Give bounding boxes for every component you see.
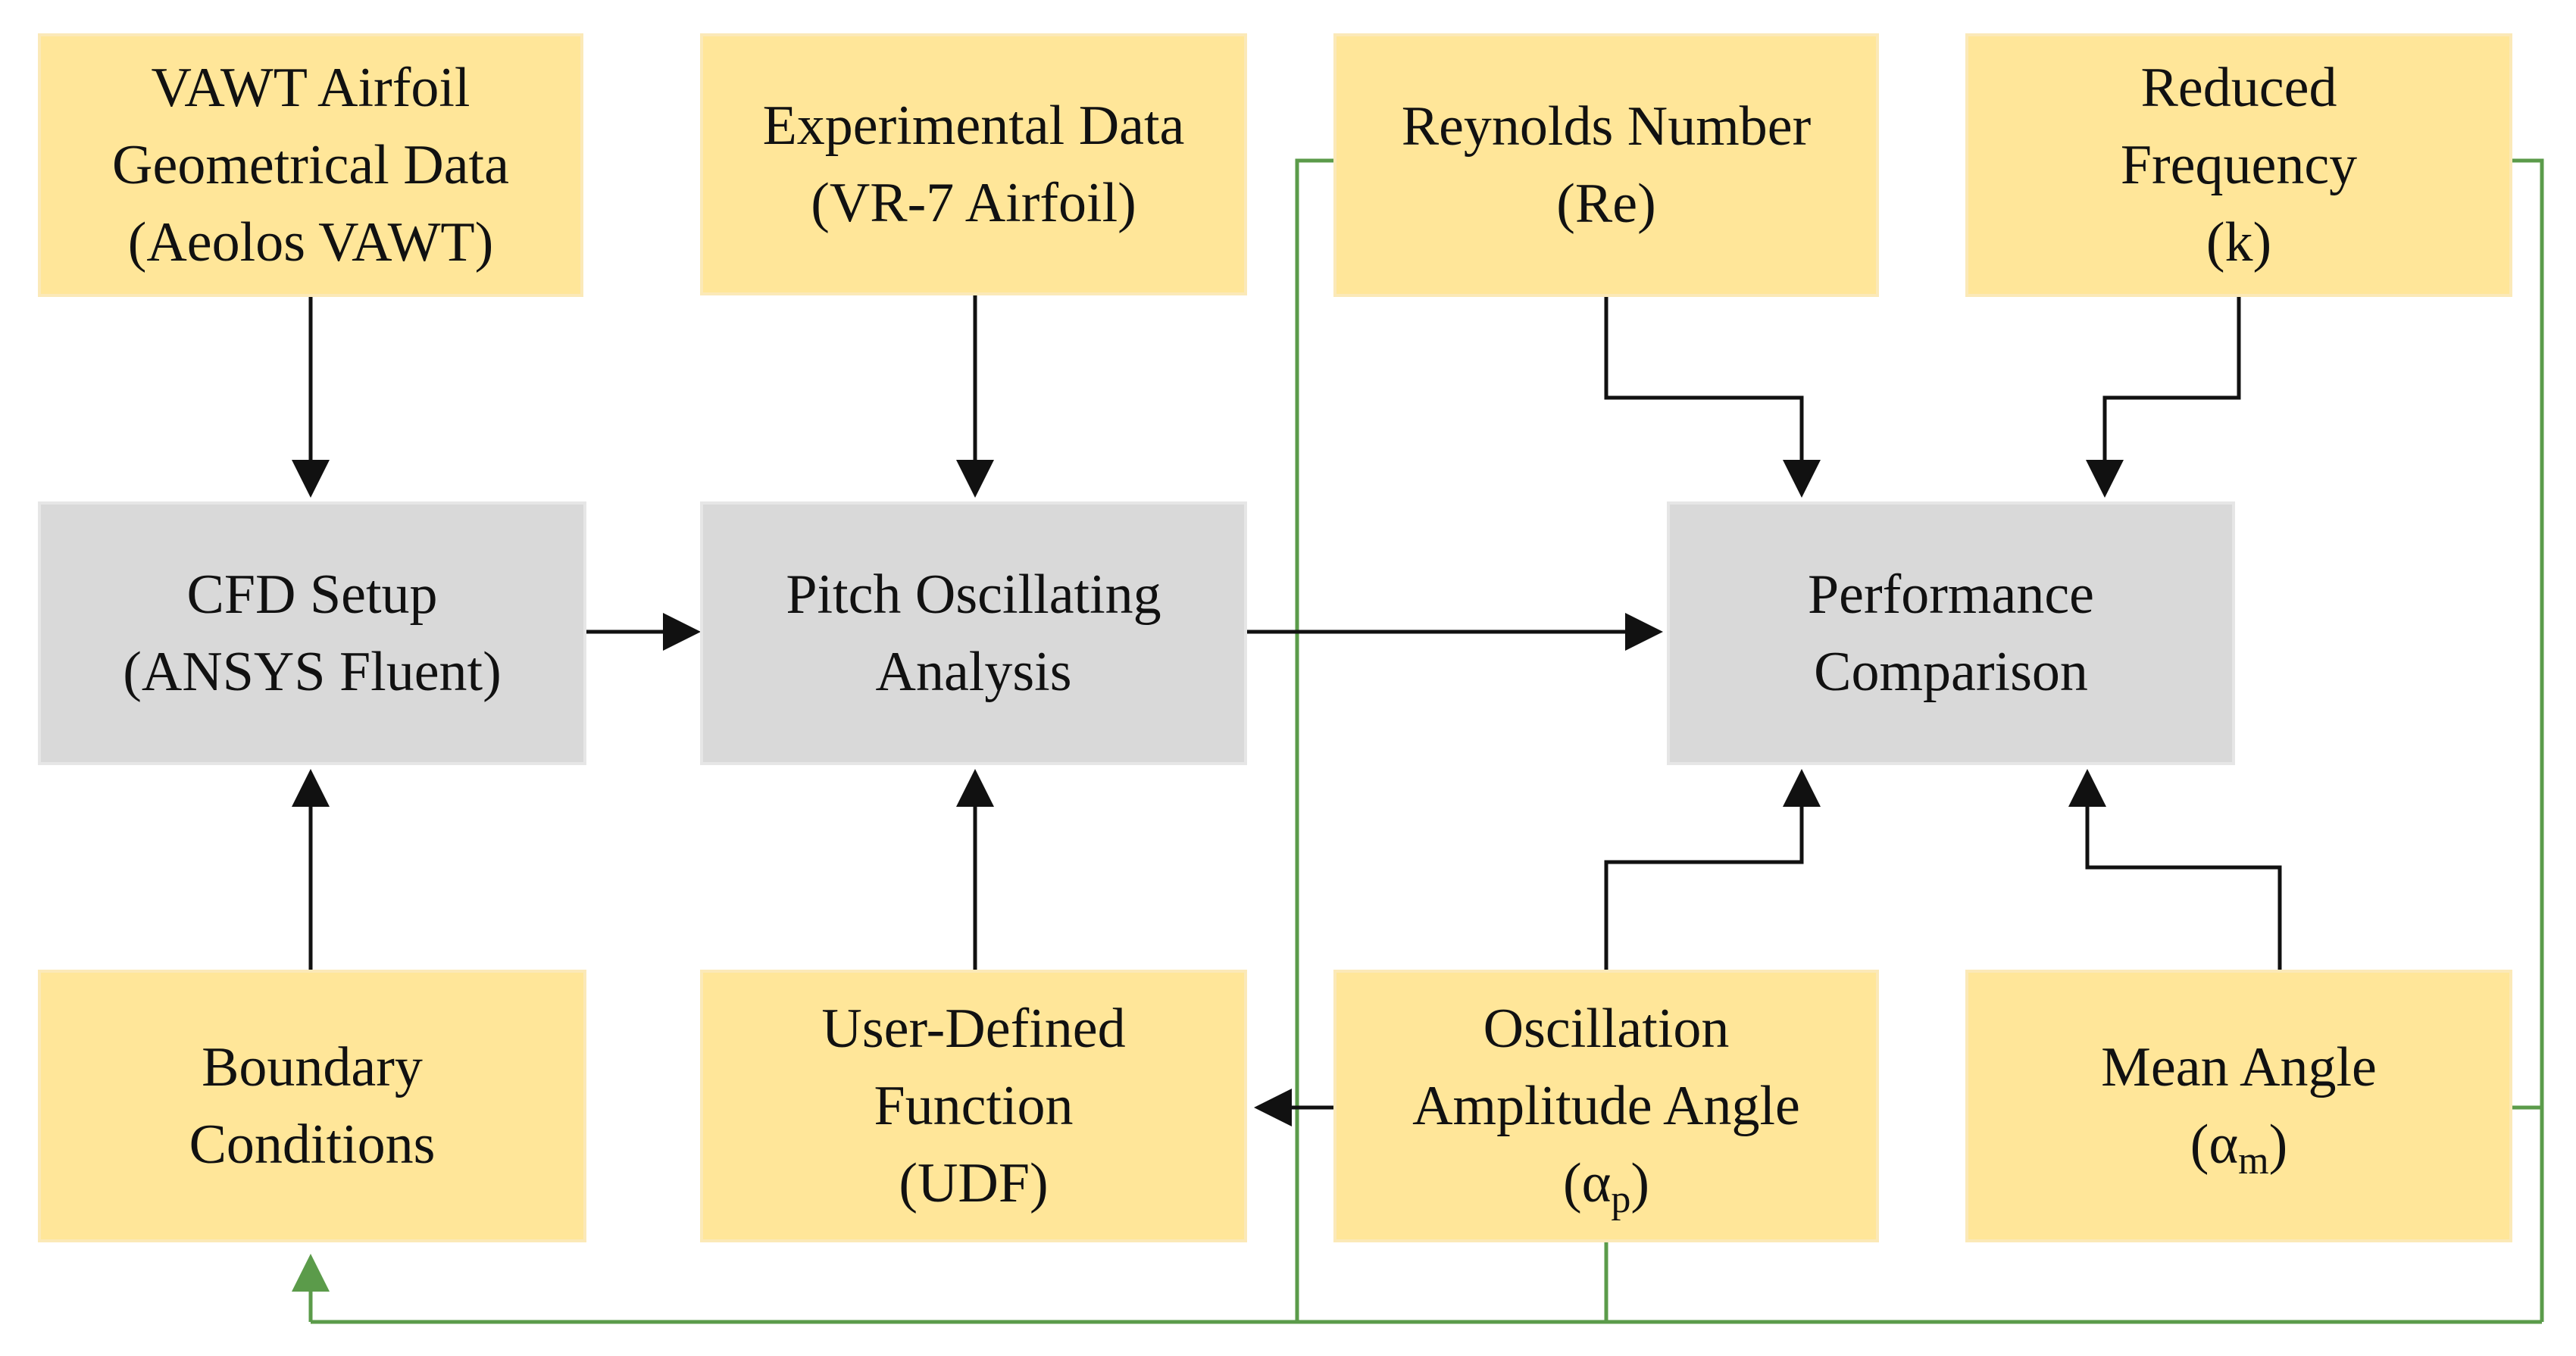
experimental-data-box: Experimental Data (VR-7 Airfoil) [700,33,1247,295]
alpha-subscript-m: m [2238,1139,2269,1183]
cfd-setup-line-1: CFD Setup [186,564,438,626]
vawt-geometry-line-2: Geometrical Data [112,134,509,196]
reduced-frequency-line-2: Frequency [2120,134,2358,196]
vawt-geometry-box: VAWT Airfoil Geometrical Data (Aeolos VA… [38,33,583,297]
mean-angle-line-1: Mean Angle [2101,1036,2377,1098]
alpha-symbol: α [1581,1152,1612,1214]
reduced-frequency-line-3: (k) [2206,211,2272,273]
cfd-setup-line-2: (ANSYS Fluent) [123,641,502,703]
mean-angle-box: Mean Angle (αm) [1965,970,2512,1242]
performance-comparison-line-1: Performance [1807,564,2095,626]
arrow-mean-to-performance [2068,769,2282,970]
pitch-analysis-line-2: Analysis [875,641,1072,703]
arrow-amplitude-to-performance [1604,769,1821,970]
cfd-setup-box: CFD Setup (ANSYS Fluent) [38,501,586,765]
boundary-conditions-line-2: Conditions [189,1114,436,1176]
reynolds-number-line-2: (Re) [1556,173,1656,235]
vawt-geometry-line-3: (Aeolos VAWT) [127,211,494,273]
arrow-frequency-to-performance [2086,297,2241,498]
experimental-data-line-1: Experimental Data [762,95,1185,157]
boundary-conditions-line-1: Boundary [202,1036,423,1098]
oscillation-amplitude-symbol: (αp) [1562,1152,1650,1221]
udf-line-2: Function [874,1075,1074,1137]
alpha-symbol: α [2209,1114,2239,1176]
udf-line-1: User-Defined [821,998,1126,1060]
experimental-data-line-2: (VR-7 Airfoil) [811,172,1136,234]
performance-comparison-box: Performance Comparison [1667,501,2235,765]
reduced-frequency-line-1: Reduced [2140,57,2337,119]
mean-angle-symbol: (αm) [2190,1114,2288,1183]
feedback-line-reynolds [1295,158,1333,1322]
udf-box: User-Defined Function (UDF) [700,970,1247,1242]
performance-comparison-line-2: Comparison [1814,641,2088,703]
feedback-line-frequency [2512,158,2544,1322]
oscillation-amplitude-box: Oscillation Amplitude Angle (αp) [1333,970,1879,1242]
reynolds-number-box: Reynolds Number (Re) [1333,33,1879,297]
pitch-analysis-line-1: Pitch Oscillating [786,564,1161,626]
reynolds-number-line-1: Reynolds Number [1401,95,1812,158]
vawt-geometry-line-1: VAWT Airfoil [151,57,470,119]
oscillation-amplitude-line-1: Oscillation [1483,998,1730,1060]
boundary-conditions-box: Boundary Conditions [38,970,586,1242]
arrow-reynolds-to-performance [1604,297,1821,498]
pitch-analysis-box: Pitch Oscillating Analysis [700,501,1247,765]
oscillation-amplitude-line-2: Amplitude Angle [1412,1075,1800,1137]
reduced-frequency-box: Reduced Frequency (k) [1965,33,2512,297]
udf-line-3: (UDF) [899,1152,1049,1214]
alpha-subscript-p: p [1611,1178,1631,1221]
